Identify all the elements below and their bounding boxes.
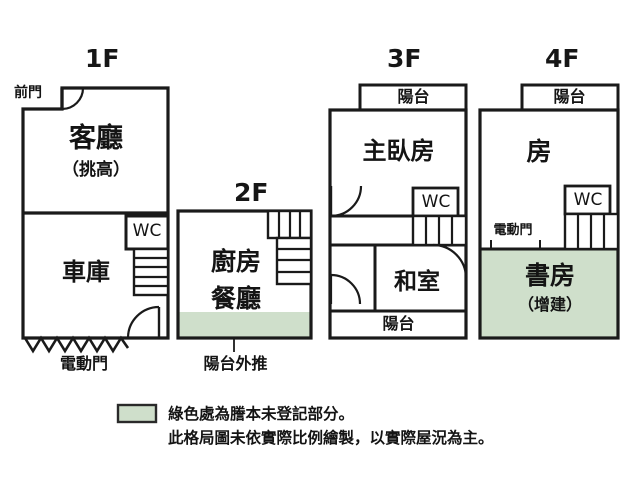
room-label-1f-wc: WC bbox=[132, 221, 162, 241]
room-label-living-room-sub: （挑高） bbox=[62, 160, 130, 180]
floor-3f-group bbox=[328, 83, 468, 340]
3f-left-room-door-arc-icon bbox=[330, 273, 362, 305]
3f-bedroom-door-arc-icon bbox=[330, 185, 363, 218]
annotation-3f-balcony-top: 陽台 bbox=[397, 87, 430, 106]
floor-label-2f: 2F bbox=[234, 178, 269, 207]
room-label-garage: 車庫 bbox=[62, 258, 110, 286]
floor-4f-group bbox=[478, 83, 620, 340]
4f-unregistered-area bbox=[481, 249, 618, 337]
floor-1f-group bbox=[21, 86, 170, 354]
annotation-front-door: 前門 bbox=[14, 85, 42, 101]
room-label-living-room: 客廳 bbox=[69, 123, 123, 154]
room-label-tatami: 和室 bbox=[394, 269, 440, 295]
1f-stairs-outline bbox=[132, 247, 170, 297]
floor-label-3f: 3F bbox=[387, 44, 422, 73]
floor-2f-group bbox=[176, 209, 313, 352]
legend-line-2: 此格局圖未依實際比例繪製，以實際屋況為主。 bbox=[168, 429, 494, 447]
room-label-4f-wc: WC bbox=[573, 190, 603, 210]
floor-label-1f: 1F bbox=[85, 44, 120, 73]
annotation-balcony-pushout: 陽台外推 bbox=[203, 354, 268, 373]
room-label-dining: 餐廳 bbox=[210, 284, 261, 313]
room-label-study: 書房 bbox=[524, 261, 575, 290]
floor-label-4f: 4F bbox=[545, 44, 580, 73]
3f-wc-box bbox=[411, 186, 460, 218]
electric-gate-zigzag-icon bbox=[23, 335, 130, 354]
annotation-1f-electric-door: 電動門 bbox=[59, 354, 108, 373]
annotation-4f-balcony-top: 陽台 bbox=[553, 87, 586, 106]
room-label-study-sub: （增建） bbox=[517, 295, 582, 314]
3f-tatami-door-arc-icon bbox=[432, 243, 468, 279]
2f-unregistered-area bbox=[179, 312, 310, 338]
annotation-3f-balcony-bottom: 陽台 bbox=[382, 314, 415, 333]
front-door-arc-icon bbox=[61, 87, 85, 111]
room-label-3f-wc: WC bbox=[421, 192, 451, 212]
legend-line-1: 綠色處為謄本未登記部分。 bbox=[168, 405, 355, 423]
room-label-kitchen: 廚房 bbox=[210, 247, 261, 276]
garage-door-arc-icon bbox=[126, 305, 160, 339]
room-label-master-bedroom: 主臥房 bbox=[362, 137, 435, 165]
legend-color-swatch bbox=[116, 403, 158, 424]
room-label-4f-room: 房 bbox=[526, 137, 552, 166]
annotation-4f-electric-door: 電動門 bbox=[493, 223, 533, 238]
